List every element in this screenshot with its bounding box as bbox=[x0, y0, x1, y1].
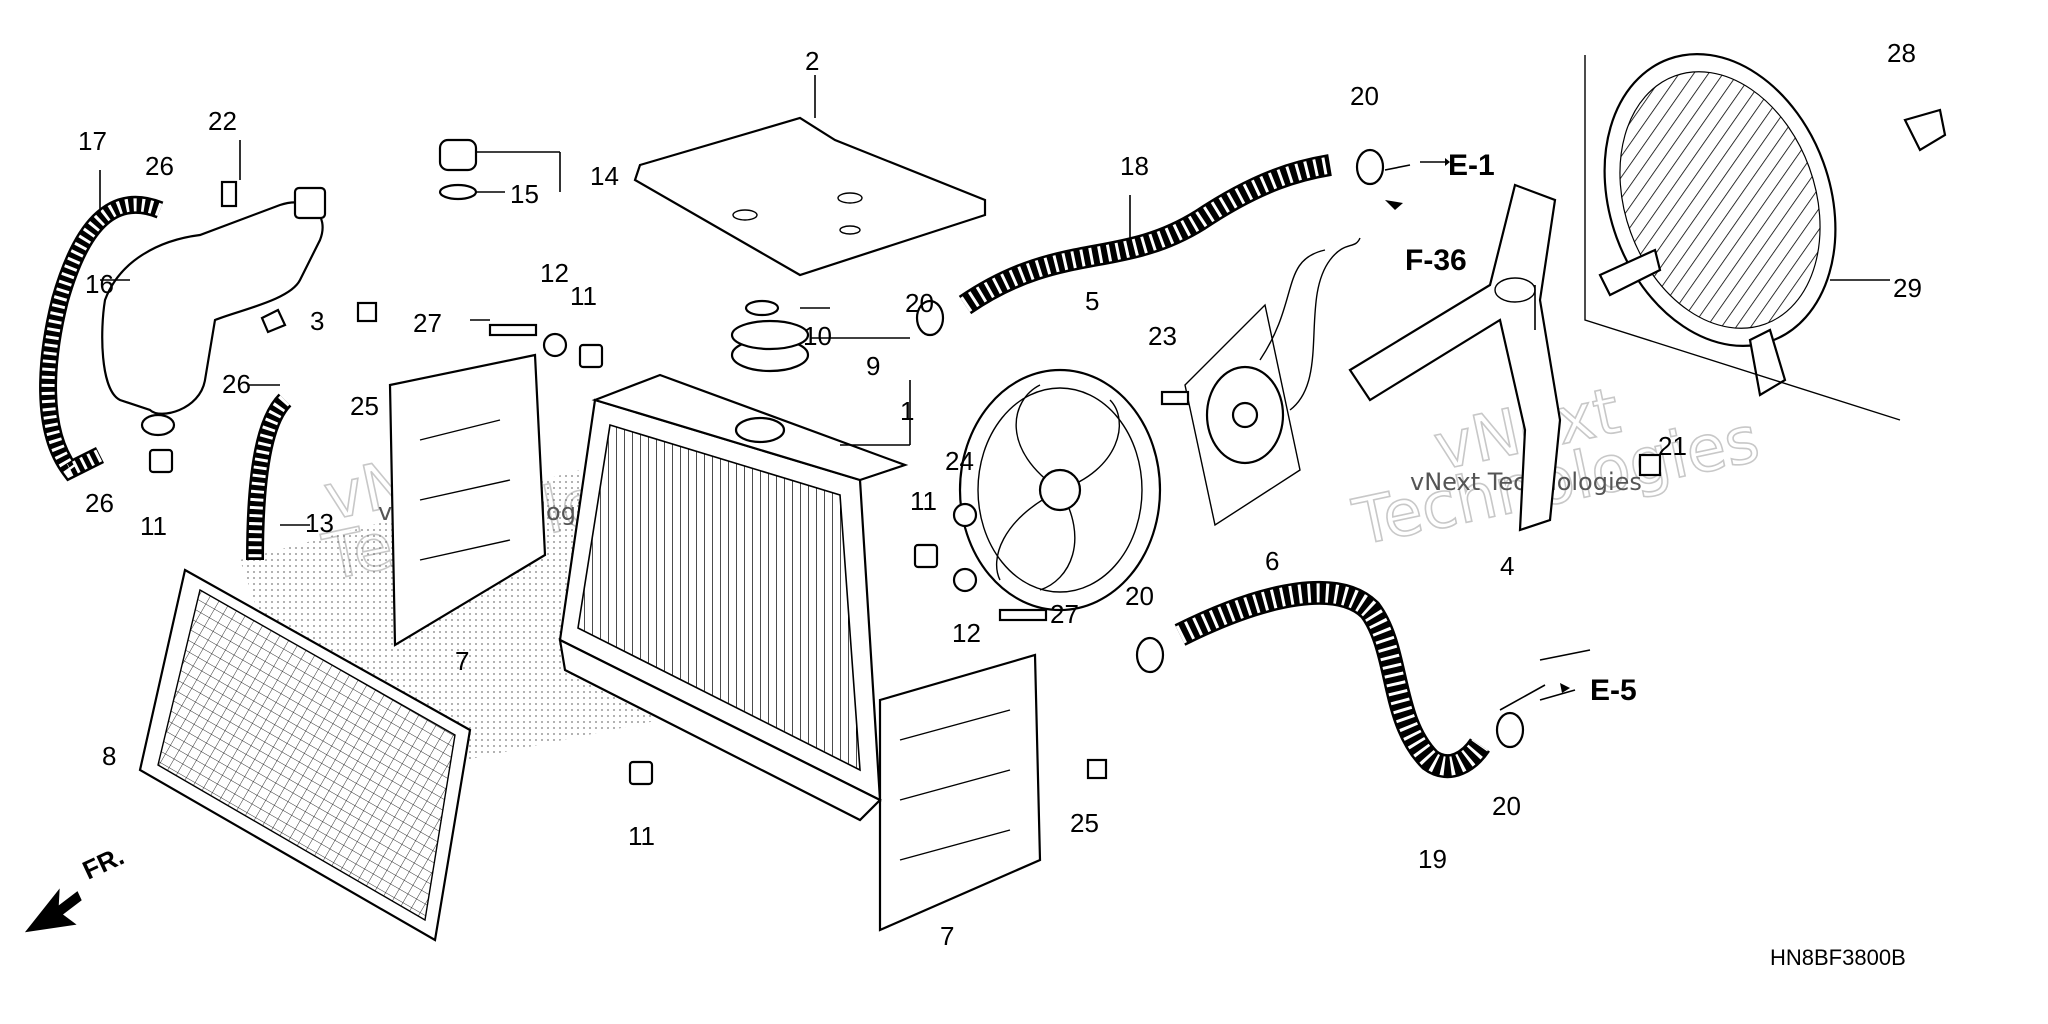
svg-text:5: 5 bbox=[1085, 286, 1099, 316]
svg-text:8: 8 bbox=[102, 741, 116, 771]
side-plate-part-7-right[interactable] bbox=[878, 653, 1042, 932]
fan-motor-part-6[interactable] bbox=[1184, 237, 1361, 527]
clamp-part-20-a bbox=[915, 299, 945, 337]
svg-text:20: 20 bbox=[1350, 81, 1379, 111]
svg-text:26: 26 bbox=[145, 151, 174, 181]
callouts: 1 2 3 4 5 6 7 7 8 9 10 11 11 11 11 12 12… bbox=[78, 38, 1922, 951]
svg-text:26: 26 bbox=[85, 488, 114, 518]
svg-text:25: 25 bbox=[1070, 808, 1099, 838]
clamp-part-20-c bbox=[1135, 636, 1165, 674]
svg-text:21: 21 bbox=[1658, 431, 1687, 461]
svg-text:24: 24 bbox=[945, 446, 974, 476]
diagram-code: HN8BF3800B bbox=[1770, 945, 1906, 970]
bolt-part-25-a bbox=[356, 301, 378, 323]
front-direction-arrow-icon: FR. bbox=[24, 841, 129, 933]
small-parts bbox=[148, 108, 1947, 786]
svg-text:4: 4 bbox=[1500, 551, 1514, 581]
svg-text:26: 26 bbox=[222, 369, 251, 399]
reserve-tank-part-16[interactable] bbox=[101, 186, 327, 437]
svg-text:19: 19 bbox=[1418, 844, 1447, 874]
hose-part-13[interactable] bbox=[246, 393, 292, 561]
hose-part-18[interactable] bbox=[958, 154, 1332, 315]
shroud-part-8[interactable] bbox=[138, 568, 472, 942]
clip-part-28 bbox=[1903, 108, 1947, 152]
bolt-part-22 bbox=[220, 180, 238, 208]
fan-part-5[interactable] bbox=[958, 368, 1162, 612]
bolt-part-21 bbox=[1638, 453, 1662, 477]
svg-text:27: 27 bbox=[413, 308, 442, 338]
svg-text:12: 12 bbox=[540, 258, 569, 288]
svg-text:3: 3 bbox=[310, 306, 324, 336]
radiator-cover-part-2[interactable] bbox=[633, 116, 987, 277]
radiator-part-1[interactable] bbox=[558, 373, 909, 822]
svg-text:16: 16 bbox=[85, 269, 114, 299]
svg-text:14: 14 bbox=[590, 161, 619, 191]
grommet-part-11-c bbox=[913, 543, 939, 569]
svg-text:11: 11 bbox=[628, 821, 655, 851]
side-plate-part-7-left[interactable] bbox=[388, 353, 547, 647]
ref-f36: F-36 bbox=[1405, 244, 1467, 277]
svg-text:20: 20 bbox=[1125, 581, 1154, 611]
svg-text:20: 20 bbox=[905, 288, 934, 318]
svg-text:6: 6 bbox=[1265, 546, 1279, 576]
svg-text:15: 15 bbox=[510, 179, 539, 209]
svg-text:29: 29 bbox=[1893, 273, 1922, 303]
fan-guard-part-29[interactable] bbox=[1565, 21, 1874, 397]
radiator-cap-part-9[interactable] bbox=[730, 299, 810, 373]
svg-text:23: 23 bbox=[1148, 321, 1177, 351]
svg-text:9: 9 bbox=[866, 351, 880, 381]
ref-e1: E-1 bbox=[1448, 149, 1495, 182]
svg-text:7: 7 bbox=[455, 646, 469, 676]
grommet-part-11-b bbox=[148, 448, 174, 474]
filler-neck bbox=[734, 416, 786, 444]
collar-part-12-a bbox=[542, 332, 568, 358]
ref-e5: E-5 bbox=[1590, 674, 1637, 707]
svg-text:25: 25 bbox=[350, 391, 379, 421]
bolt-part-23 bbox=[1160, 390, 1190, 406]
clamp-part-20-d bbox=[1495, 711, 1525, 749]
bolt-part-27-a bbox=[488, 323, 538, 337]
svg-text:11: 11 bbox=[140, 511, 167, 541]
svg-text:12: 12 bbox=[952, 618, 981, 648]
bolt-part-27-b bbox=[998, 608, 1048, 622]
svg-text:20: 20 bbox=[1492, 791, 1521, 821]
collar-part-12-b bbox=[952, 567, 978, 593]
svg-text:7: 7 bbox=[940, 921, 954, 951]
svg-text:13: 13 bbox=[305, 508, 334, 538]
svg-text:11: 11 bbox=[570, 281, 597, 311]
bolt-part-25-b bbox=[1086, 758, 1108, 780]
grommet-part-11-d bbox=[628, 760, 654, 786]
svg-text:2: 2 bbox=[805, 46, 819, 76]
svg-text:1: 1 bbox=[900, 396, 914, 426]
nut-part-24 bbox=[952, 502, 978, 528]
svg-text:11: 11 bbox=[910, 486, 937, 516]
svg-text:17: 17 bbox=[78, 126, 107, 156]
svg-text:FR.: FR. bbox=[78, 841, 129, 886]
grommet-part-11-a bbox=[578, 343, 604, 369]
svg-text:10: 10 bbox=[803, 321, 832, 351]
svg-text:18: 18 bbox=[1120, 151, 1149, 181]
clamp-part-20-b bbox=[1355, 148, 1385, 186]
svg-text:22: 22 bbox=[208, 106, 237, 136]
svg-text:27: 27 bbox=[1050, 599, 1079, 629]
clip-part-3 bbox=[260, 308, 287, 334]
leader-lines bbox=[99, 75, 1890, 711]
reference-arrows bbox=[1385, 158, 1570, 693]
hose-part-17[interactable] bbox=[39, 196, 164, 482]
svg-text:28: 28 bbox=[1887, 38, 1916, 68]
tank-cap-part-14[interactable] bbox=[438, 138, 478, 201]
fan-guard-box bbox=[1584, 55, 1901, 421]
